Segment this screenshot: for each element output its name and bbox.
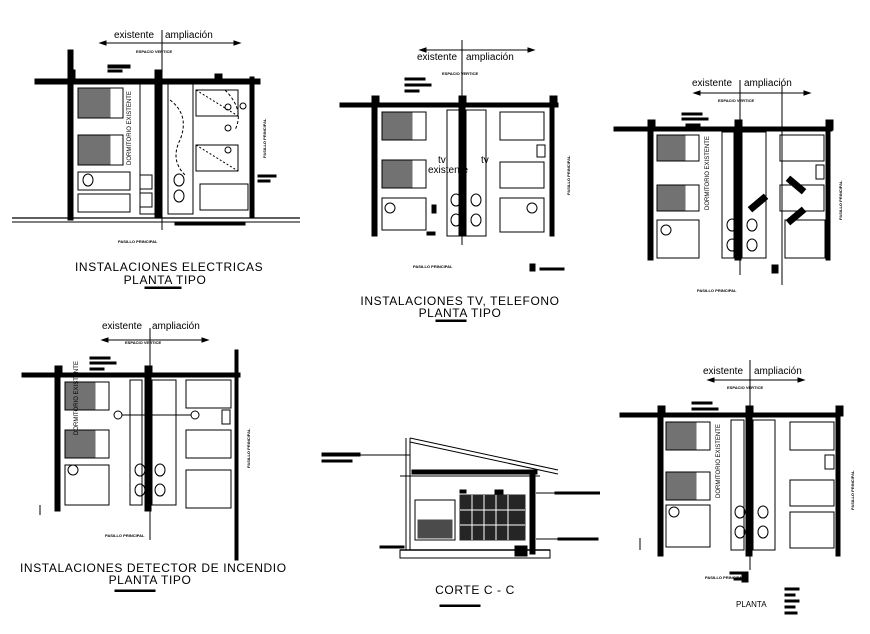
label-pasillo: PASILLO PRINCIPAL (105, 533, 145, 538)
plan-tv-drawing (339, 40, 565, 322)
plan-subtitle: PLANTA TIPO (108, 573, 192, 587)
plan-tipo-top-right: existente ampliación ESPACIO VERTICE DOR… (0, 0, 870, 300)
label-pasillo: PASILLO PRINCIPAL (413, 264, 453, 269)
plan-tipo3-drawing (613, 80, 834, 285)
label-espacio: ESPACIO VERTICE (136, 49, 173, 54)
plan-instalaciones-detector-incendio: existente ampliación ESPACIO VERTICE DOR… (0, 300, 300, 634)
plan-planta-drawing (619, 360, 844, 615)
plan-subtitle: PLANTA TIPO (123, 273, 207, 287)
label-pasillo: PASILLO PRINCIPAL (118, 239, 158, 244)
label-dormitorio: DORMITORIO EXISTENTE (74, 361, 80, 435)
label-tv-1: tv (438, 155, 446, 166)
label-ampliacion: ampliación (165, 30, 213, 41)
corte-drawing (321, 437, 600, 607)
plan-title: INSTALACIONES TV, TELEFONO (360, 294, 560, 308)
plan-instalaciones-electricas: existente ampliación ESPACIO VERTICE DOR… (0, 0, 300, 300)
label-ampliacion: ampliación (754, 366, 802, 377)
plan-detector-drawing (21, 328, 241, 592)
plan-subtitle: PLANTA TIPO (418, 306, 502, 320)
label-existente: existente (417, 52, 458, 63)
label-existente: existente (102, 321, 143, 332)
section-corte-c-c: CORTE C - C (300, 420, 600, 634)
label-existente: existente (703, 366, 744, 377)
label-espacio: ESPACIO VERTICE (718, 98, 755, 103)
label-pasillo: PASILLO PRINCIPAL (697, 288, 737, 293)
label-dormitorio: DORMITORIO EXISTENTE (705, 136, 711, 210)
plan-instalaciones-tv-telefono: existente ampliación ESPACIO VERTICE tv … (0, 0, 600, 330)
label-pasillo: PASILLO PRINCIPAL (705, 575, 745, 580)
plan-electricas-drawing (12, 30, 300, 289)
label-espacio: ESPACIO VERTICE (442, 71, 479, 76)
label-ampliacion: ampliación (466, 52, 514, 63)
label-pasillo-right: PASILLO PRINCIPAL (850, 470, 855, 510)
label-tv-2: tv (481, 155, 489, 166)
plan-planta: existente ampliación ESPACIO VERTICE DOR… (600, 300, 870, 634)
plan-title: INSTALACIONES ELECTRICAS (75, 260, 264, 274)
label-espacio: ESPACIO VERTICE (727, 385, 764, 390)
label-dormitorio: DORMITORIO EXISTENTE (716, 424, 722, 498)
label-pasillo-right: PASILLO PRINCIPAL (246, 428, 251, 468)
label-existente: existente (114, 30, 155, 41)
plan-title: INSTALACIONES DETECTOR DE INCENDIO (20, 561, 287, 575)
label-ampliacion: ampliación (744, 78, 792, 89)
label-ampliacion: ampliación (152, 321, 200, 332)
label-espacio: ESPACIO VERTICE (125, 340, 162, 345)
section-title: CORTE C - C (435, 583, 515, 597)
plan-title: PLANTA (736, 600, 767, 609)
label-pasillo-right: PASILLO PRINCIPAL (838, 180, 843, 220)
label-existente: existente (692, 78, 733, 89)
label-tv-existente: existente (428, 165, 469, 176)
